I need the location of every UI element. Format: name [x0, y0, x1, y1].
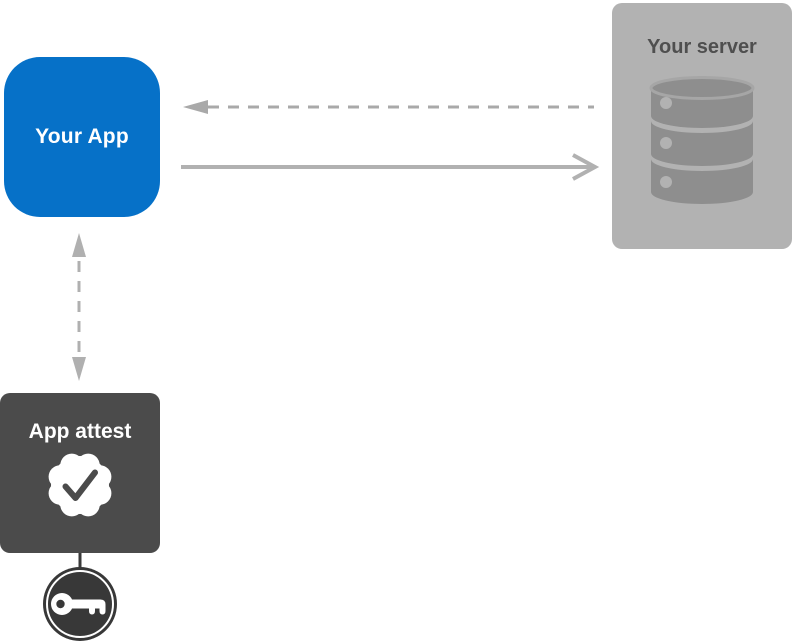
- database-icon: [649, 76, 755, 211]
- arrow-app-to-server-solid: [181, 153, 600, 181]
- node-app-attest: App attest: [0, 393, 160, 553]
- key-badge: [43, 567, 117, 641]
- node-your-server: Your server: [612, 3, 792, 249]
- verified-seal-icon: [44, 449, 116, 526]
- arrow-server-to-app-dashed: [183, 100, 594, 114]
- app-attest-label: App attest: [28, 420, 132, 443]
- node-your-app: Your App: [4, 57, 160, 217]
- key-icon: [50, 585, 110, 623]
- arrow-app-attest-dashed-bidirectional: [72, 233, 86, 381]
- your-app-label: Your App: [35, 125, 129, 148]
- your-server-label: Your server: [647, 36, 757, 58]
